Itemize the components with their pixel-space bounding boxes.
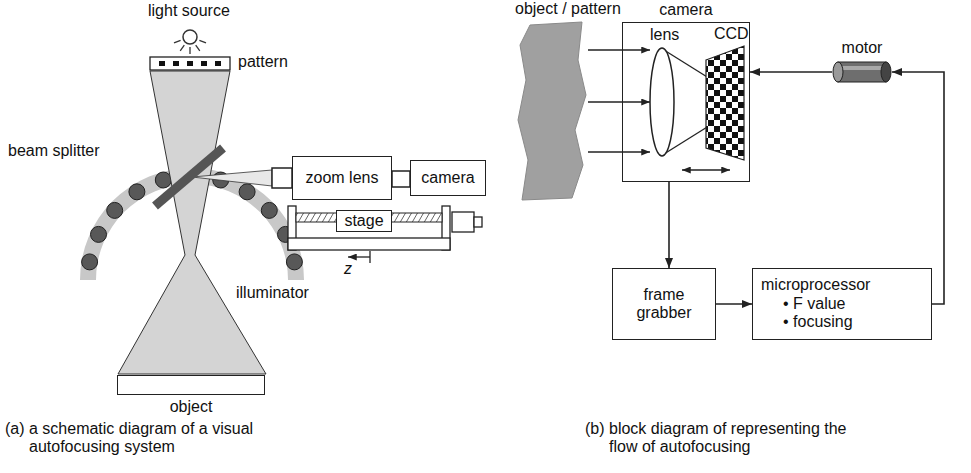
pattern-dot: [173, 61, 179, 66]
axis-arrow: [348, 256, 370, 257]
node-title: camera: [659, 1, 712, 19]
part-label: illuminator: [236, 284, 309, 302]
led: [91, 226, 107, 242]
side-beam: [192, 170, 272, 186]
led: [155, 172, 171, 188]
lens-box: zoom lens: [292, 156, 392, 200]
flow-arrow: [716, 303, 752, 305]
node-title: camera: [421, 169, 474, 187]
process-box: microprocessor• F value• focusing: [752, 268, 932, 340]
motor-end: [881, 62, 891, 82]
pattern-dot: [201, 61, 207, 66]
light-ray: [174, 40, 181, 42]
pattern-plate: [150, 57, 230, 70]
motor-symbol-outline: [832, 60, 892, 84]
led: [286, 254, 302, 270]
object-shape: [518, 22, 586, 200]
axis-label: z: [344, 260, 352, 278]
light-ray: [180, 45, 184, 51]
objective-tube: [272, 168, 292, 188]
node-title: frame grabber: [618, 286, 710, 323]
pattern-dot: [215, 61, 221, 66]
camera-housing-outline: [622, 22, 750, 182]
node-title: zoom lens: [306, 169, 379, 187]
object-plate-outline: [117, 375, 265, 395]
node-title: motor: [842, 39, 883, 57]
motion-arrow: [682, 169, 730, 170]
part-label: light source: [148, 2, 230, 20]
motor-body: [838, 62, 886, 82]
motor-shaft: [474, 217, 482, 227]
led: [82, 254, 98, 270]
part-label: object / pattern: [515, 0, 621, 18]
stage-rail: [288, 238, 450, 250]
stage-box: stage: [336, 210, 392, 232]
led: [129, 184, 145, 200]
node-title: microprocessor: [761, 276, 870, 294]
pattern-dot: [187, 61, 193, 66]
node-title: stage: [344, 212, 383, 230]
flow-arrow: [750, 71, 832, 73]
light-arrow: [588, 49, 650, 50]
beam-splitter: [155, 148, 223, 206]
motor-end: [833, 62, 843, 82]
part-label: pattern: [238, 53, 288, 71]
part-label: CCD: [714, 25, 749, 43]
motor-highlight: [838, 66, 886, 70]
light-arrow: [588, 101, 650, 102]
node-title: object: [170, 398, 213, 416]
light-cone: [118, 71, 266, 374]
axis-tick: [369, 251, 370, 263]
light-ray: [199, 40, 206, 42]
part-label: lens: [650, 26, 679, 44]
light-ray: [196, 45, 200, 51]
figure-caption: (b) block diagram of representing the fl…: [585, 420, 879, 457]
led: [107, 202, 123, 218]
part-label: beam splitter: [8, 142, 100, 160]
object-plate: object: [117, 375, 265, 416]
stage-motor: [452, 212, 474, 232]
lens-symbol: [650, 48, 674, 156]
node-item: • F value: [783, 295, 846, 313]
node-item: • focusing: [783, 313, 853, 331]
light-arrow: [588, 151, 650, 152]
lens-coupler: [392, 171, 410, 187]
led: [239, 184, 255, 200]
camera-box: camera: [410, 160, 486, 196]
process-box: frame grabber: [612, 268, 716, 340]
motor-symbol: motor: [832, 39, 892, 84]
figure-caption: (a) a schematic diagram of a visual auto…: [5, 420, 269, 457]
led: [261, 202, 277, 218]
light-ray: [189, 47, 190, 54]
flow-arrow: [668, 182, 670, 268]
pattern-dot: [159, 61, 165, 66]
ccd-sensor: [706, 46, 744, 160]
lamp-symbol: [183, 30, 197, 44]
